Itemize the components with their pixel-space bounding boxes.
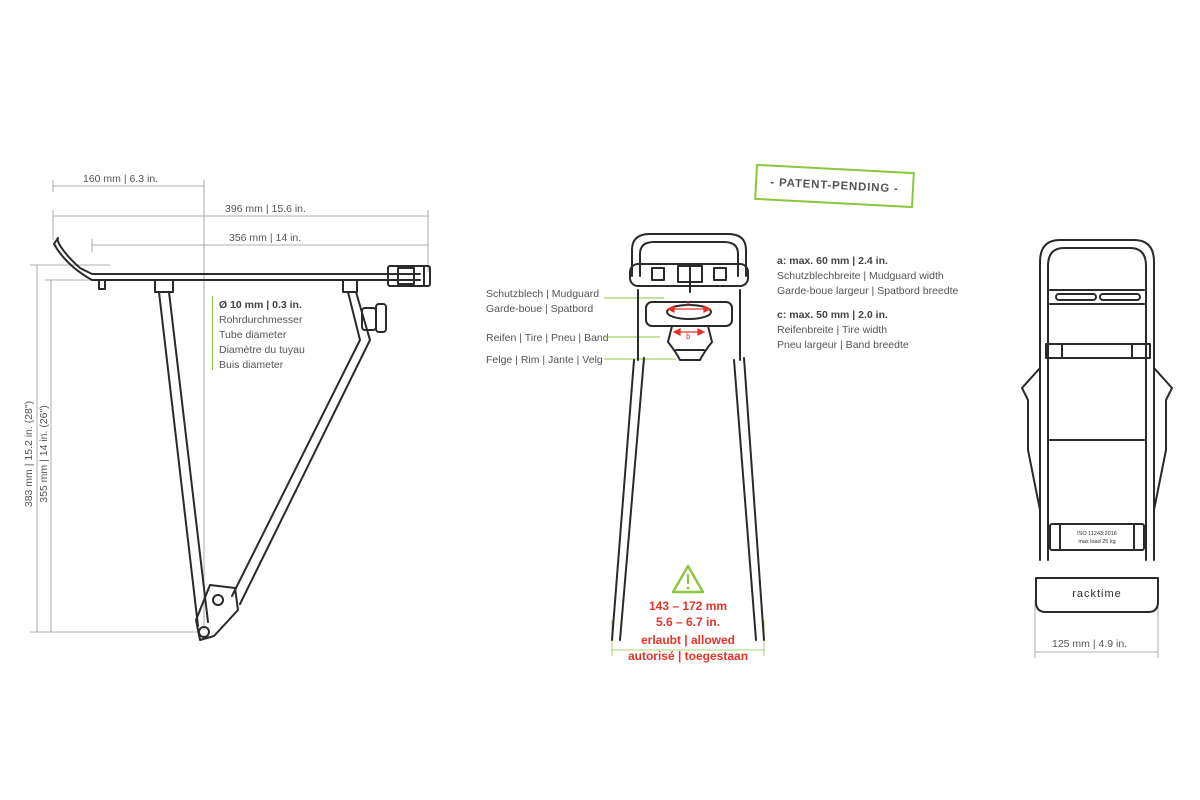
iso-plate-line1: ISO 11243:2016 — [1077, 531, 1117, 537]
rim-label: Felge | Rim | Jante | Velg — [486, 354, 603, 366]
width-range: 143 – 172 mm 5.6 – 6.7 in. — [622, 598, 754, 630]
tire-spec: c: max. 50 mm | 2.0 in. Reifenbreite | T… — [777, 308, 909, 353]
tube-diameter-title: Ø 10 mm | 0.3 in. — [219, 299, 302, 311]
dim-label-160mm: 160 mm | 6.3 in. — [80, 174, 162, 185]
tube-diameter-nl: Buis diameter — [219, 359, 284, 371]
tire-label: Reifen | Tire | Pneu | Band — [486, 332, 609, 344]
allowed-line2: autorisé | toegestaan — [627, 649, 749, 663]
tube-diameter-de: Rohrdurchmesser — [219, 314, 303, 326]
spec-c-line1: Reifenbreite | Tire width — [777, 324, 888, 336]
allowed-text: erlaubt | allowed autorisé | toegestaan — [612, 632, 764, 664]
spec-a-line1: Schutzblechbreite | Mudguard width — [777, 270, 944, 282]
allowed-line1: erlaubt | allowed — [640, 633, 736, 647]
tube-diameter-fr: Diamètre du tuyau — [219, 344, 305, 356]
width-range-in: 5.6 – 6.7 in. — [655, 615, 721, 629]
dim-label-396mm: 396 mm | 15.6 in. — [222, 204, 309, 215]
dim-label-125mm: 125 mm | 4.9 in. — [1049, 639, 1131, 650]
top-view-rack — [1021, 239, 1173, 613]
dim-label-356mm: 356 mm | 14 in. — [226, 233, 305, 244]
spec-a-title: a: max. 60 mm | 2.4 in. — [777, 255, 888, 267]
patent-pending-badge: - PATENT-PENDING - — [754, 163, 915, 209]
spec-a-line2: Garde-boue largeur | Spatbord breedte — [777, 285, 959, 297]
tube-callout-rule — [212, 296, 213, 370]
dim-label-355mm: 355 mm | 14 in. (26") — [38, 402, 50, 506]
mudguard-label-line1: Schutzblech | Mudguard — [486, 288, 600, 300]
rear-view-rack — [611, 233, 765, 641]
spec-c-line2: Pneu largeur | Band breedte — [777, 339, 909, 351]
tube-diameter-en: Tube diameter — [219, 329, 287, 341]
marker-b: b — [686, 332, 691, 341]
iso-plate-line2: max load 25 kg — [1078, 539, 1115, 545]
warning-triangle-icon — [671, 564, 705, 594]
dimension-lines — [30, 180, 1159, 658]
marker-a: a — [686, 299, 691, 308]
dim-label-383mm: 383 mm | 15.2 in. (28") — [23, 397, 35, 511]
width-range-mm: 143 – 172 mm — [648, 599, 728, 613]
rear-measure-arrows — [666, 305, 712, 336]
rear-callout-leaders — [604, 297, 676, 360]
tube-diameter-callout: Ø 10 mm | 0.3 in. Rohrdurchmesser Tube d… — [219, 298, 305, 373]
brand-logo: racktime — [1072, 588, 1122, 600]
mudguard-label: Schutzblech | Mudguard Garde-boue | Spat… — [486, 287, 599, 317]
mudguard-spec: a: max. 60 mm | 2.4 in. Schutzblechbreit… — [777, 254, 958, 299]
mudguard-label-line2: Garde-boue | Spatbord — [486, 303, 594, 315]
spec-c-title: c: max. 50 mm | 2.0 in. — [777, 309, 888, 321]
